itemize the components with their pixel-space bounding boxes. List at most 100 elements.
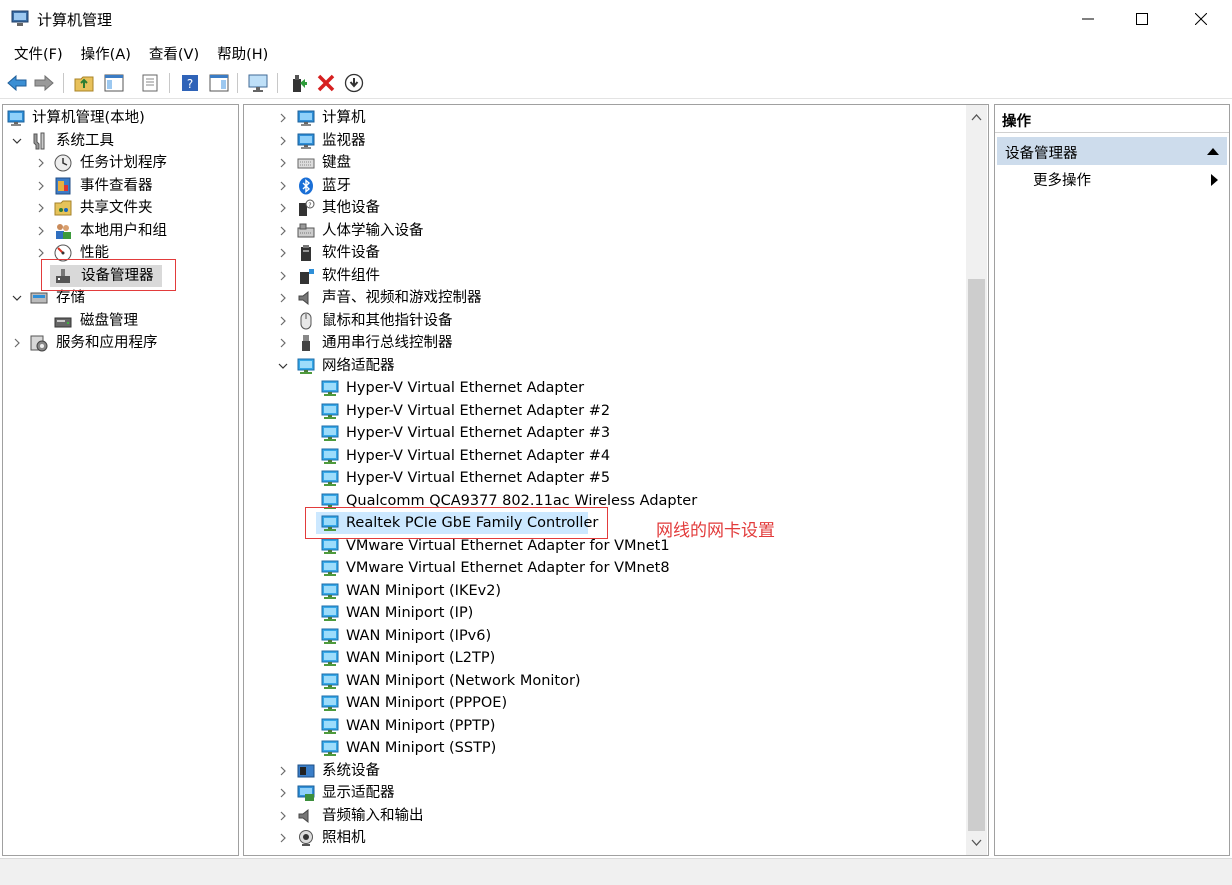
- up-folder-button[interactable]: [72, 71, 96, 95]
- tree-item-system-tools[interactable]: 系统工具: [3, 130, 238, 152]
- scrollbar-thumb[interactable]: [968, 279, 985, 831]
- chevron-right-icon[interactable]: [276, 130, 290, 152]
- chevron-right-icon[interactable]: [10, 332, 24, 354]
- chevron-right-icon[interactable]: [276, 805, 290, 827]
- chevron-right-icon[interactable]: [276, 152, 290, 174]
- tree-root[interactable]: 计算机管理(本地): [3, 107, 238, 129]
- tree-item-performance[interactable]: 性能: [3, 242, 238, 264]
- chevron-right-icon[interactable]: [34, 197, 48, 219]
- network-adapter-item[interactable]: WAN Miniport (L2TP): [244, 647, 960, 669]
- tree-item-local-users[interactable]: 本地用户和组: [3, 220, 238, 242]
- minimize-button[interactable]: [1059, 0, 1117, 38]
- tree-item-disk-management[interactable]: 磁盘管理: [3, 310, 238, 332]
- forward-button[interactable]: [32, 71, 56, 95]
- device-category-bluetooth[interactable]: 蓝牙: [244, 175, 960, 197]
- maximize-button[interactable]: [1113, 0, 1171, 38]
- network-adapter-item[interactable]: Hyper-V Virtual Ethernet Adapter #5: [244, 467, 960, 489]
- toolbar: ?: [0, 67, 1232, 99]
- show-tree-button[interactable]: [102, 71, 126, 95]
- submenu-arrow-icon[interactable]: [1211, 174, 1218, 186]
- highlight-box-realtek: [305, 507, 608, 539]
- network-adapter-item[interactable]: WAN Miniport (IP): [244, 602, 960, 624]
- more-actions-item[interactable]: 更多操作: [1033, 169, 1091, 190]
- menu-action[interactable]: 操作(A): [80, 47, 131, 63]
- network-adapter-item[interactable]: VMware Virtual Ethernet Adapter for VMne…: [244, 557, 960, 579]
- tree-item-device-manager[interactable]: 设备管理器: [50, 265, 162, 287]
- chevron-down-icon[interactable]: [10, 130, 24, 152]
- network-adapter-icon: [321, 604, 339, 622]
- device-category-audio-io[interactable]: 音频输入和输出: [244, 805, 960, 827]
- device-category-mice-pointing[interactable]: 鼠标和其他指针设备: [244, 310, 960, 332]
- network-adapter-item[interactable]: WAN Miniport (PPTP): [244, 715, 960, 737]
- chevron-right-icon[interactable]: [276, 175, 290, 197]
- menu-bar: 文件(F) 操作(A) 查看(V) 帮助(H): [0, 40, 1232, 66]
- chevron-right-icon[interactable]: [276, 197, 290, 219]
- network-adapter-icon: [321, 672, 339, 690]
- uninstall-button[interactable]: [314, 71, 338, 95]
- device-category-hid[interactable]: 人体学输入设备: [244, 220, 960, 242]
- menu-help[interactable]: 帮助(H): [217, 47, 269, 63]
- collapse-up-icon[interactable]: [1207, 147, 1219, 155]
- vertical-scrollbar[interactable]: [966, 105, 987, 855]
- chevron-right-icon[interactable]: [276, 782, 290, 804]
- network-adapter-item[interactable]: WAN Miniport (SSTP): [244, 737, 960, 759]
- device-category-monitor[interactable]: 监视器: [244, 130, 960, 152]
- network-adapter-item[interactable]: WAN Miniport (PPPOE): [244, 692, 960, 714]
- update-driver-button[interactable]: [286, 71, 310, 95]
- network-adapter-item[interactable]: Hyper-V Virtual Ethernet Adapter #2: [244, 400, 960, 422]
- close-button[interactable]: [1172, 0, 1230, 38]
- chevron-right-icon[interactable]: [276, 827, 290, 849]
- network-adapter-item[interactable]: Realtek PCIe GbE Family Controller: [316, 512, 598, 534]
- scroll-up-icon[interactable]: [971, 113, 982, 121]
- device-category-sound-video-game[interactable]: 声音、视频和游戏控制器: [244, 287, 960, 309]
- tree-item-shared-folders[interactable]: 共享文件夹: [3, 197, 238, 219]
- tree-item-task-scheduler[interactable]: 任务计划程序: [3, 152, 238, 174]
- actions-section-device-manager[interactable]: 设备管理器: [997, 137, 1227, 165]
- scroll-down-icon[interactable]: [971, 839, 982, 847]
- device-category-display-adapters[interactable]: 显示适配器: [244, 782, 960, 804]
- tree-item-services-apps[interactable]: 服务和应用程序: [3, 332, 238, 354]
- chevron-right-icon[interactable]: [276, 107, 290, 129]
- chevron-right-icon[interactable]: [34, 220, 48, 242]
- network-adapter-item[interactable]: WAN Miniport (IPv6): [244, 625, 960, 647]
- network-adapter-item[interactable]: Hyper-V Virtual Ethernet Adapter #3: [244, 422, 960, 444]
- back-button[interactable]: [5, 71, 29, 95]
- help-button[interactable]: ?: [178, 71, 202, 95]
- device-category-software-components[interactable]: 软件组件: [244, 265, 960, 287]
- device-category-usb-controllers[interactable]: 通用串行总线控制器: [244, 332, 960, 354]
- device-category-network-adapters[interactable]: 网络适配器: [244, 355, 960, 377]
- chevron-right-icon[interactable]: [276, 265, 290, 287]
- device-category-software-devices[interactable]: 软件设备: [244, 242, 960, 264]
- download-button[interactable]: [342, 71, 366, 95]
- chevron-right-icon[interactable]: [276, 760, 290, 782]
- chevron-right-icon[interactable]: [276, 287, 290, 309]
- chevron-right-icon[interactable]: [276, 220, 290, 242]
- device-category-other-devices[interactable]: 其他设备: [244, 197, 960, 219]
- network-adapter-item[interactable]: Qualcomm QCA9377 802.11ac Wireless Adapt…: [244, 490, 960, 512]
- tree-item-storage[interactable]: 存储: [3, 287, 238, 309]
- action-pane-button[interactable]: [207, 71, 231, 95]
- menu-view[interactable]: 查看(V): [148, 47, 200, 63]
- tree-item-event-viewer[interactable]: 事件查看器: [3, 175, 238, 197]
- chevron-down-icon[interactable]: [276, 355, 290, 377]
- chevron-right-icon[interactable]: [34, 175, 48, 197]
- annotation-text: 网线的网卡设置: [656, 521, 775, 541]
- network-adapter-item[interactable]: WAN Miniport (IKEv2): [244, 580, 960, 602]
- menu-file[interactable]: 文件(F): [14, 47, 63, 63]
- chevron-down-icon[interactable]: [10, 287, 24, 309]
- properties-button[interactable]: [138, 71, 162, 95]
- chevron-right-icon[interactable]: [34, 152, 48, 174]
- chevron-right-icon[interactable]: [276, 310, 290, 332]
- network-adapter-item[interactable]: Hyper-V Virtual Ethernet Adapter #4: [244, 445, 960, 467]
- device-category-computer[interactable]: 计算机: [244, 107, 960, 129]
- chevron-right-icon[interactable]: [276, 242, 290, 264]
- scan-hardware-button[interactable]: [246, 71, 270, 95]
- device-category-cameras[interactable]: 照相机: [244, 827, 960, 849]
- network-adapter-item[interactable]: VMware Virtual Ethernet Adapter for VMne…: [244, 535, 960, 557]
- network-adapter-item[interactable]: WAN Miniport (Network Monitor): [244, 670, 960, 692]
- window-title: 计算机管理: [37, 11, 113, 29]
- device-category-keyboard[interactable]: 键盘: [244, 152, 960, 174]
- network-adapter-item[interactable]: Hyper-V Virtual Ethernet Adapter: [244, 377, 960, 399]
- device-category-system-devices[interactable]: 系统设备: [244, 760, 960, 782]
- chevron-right-icon[interactable]: [276, 332, 290, 354]
